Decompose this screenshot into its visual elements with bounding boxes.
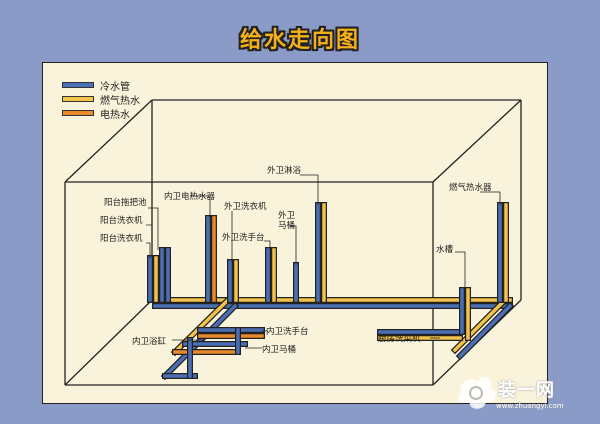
label-water-tank: 水槽 [436, 244, 454, 255]
label-outer-bath-washer: 外卫洗衣机 [224, 201, 267, 212]
watermark-url: www.zhuangyi.com [496, 402, 564, 410]
label-outer-bath-toilet-1: 外卫 [278, 210, 296, 221]
pipes [147, 202, 515, 381]
label-inner-bath-toilet: 内卫马桶 [262, 344, 296, 355]
leader-shower [300, 174, 319, 205]
diagram-title: 给水走向图 [239, 28, 360, 53]
label-gas-water-heater: 燃气热水器 [449, 182, 492, 193]
bottom-left-diagonal [64, 299, 153, 386]
label-outer-bath-shower: 外卫淋浴 [267, 165, 302, 176]
top-left-diagonal [64, 99, 153, 183]
legend-swatch-cold [62, 82, 94, 88]
label-outer-bath-sink: 外卫洗手台 [222, 232, 265, 243]
leader-lines [146, 174, 501, 349]
legend-label-cold: 冷水管 [100, 81, 130, 93]
leader-outer-toilet [290, 225, 297, 265]
label-kitchen-sink: 厨房洗菜机 [378, 333, 421, 344]
label-balcony-mop-pool: 阳台拖把池 [104, 197, 147, 208]
legend-item-gas-hot: 燃气热水 [62, 93, 140, 107]
legend-swatch-electric-hot [62, 110, 94, 116]
fixture-labels: 阳台拖把池 阳台洗衣机 阳台洗衣机 内卫电热水器 外卫洗衣机 外卫洗手台 外卫淋… [100, 165, 492, 355]
leader-washer-1 [146, 224, 153, 258]
diagram-panel [42, 62, 548, 404]
watermark-text: 装一网 [498, 380, 555, 401]
top-right-diagonal [432, 99, 522, 183]
legend-label-gas-hot: 燃气热水 [100, 95, 140, 107]
leader-gas-heater [480, 191, 501, 205]
label-inner-bath-heater: 内卫电热水器 [164, 191, 216, 202]
balcony-risers [147, 247, 171, 303]
legend-swatch-gas-hot [62, 96, 94, 102]
legend-label-electric-hot: 电热水 [100, 109, 130, 121]
legend-item-electric-hot: 电热水 [62, 107, 130, 121]
legend-item-cold: 冷水管 [62, 79, 130, 93]
gas-heater-risers [459, 202, 509, 341]
leader-heater [190, 195, 211, 218]
label-outer-bath-toilet-2: 马桶 [278, 220, 295, 231]
heater-risers [205, 215, 217, 303]
leader-tank [455, 251, 466, 290]
label-balcony-washer-1: 阳台洗衣机 [100, 215, 143, 226]
outer-bath-risers [227, 202, 327, 303]
label-inner-bath-tub: 内卫浴缸 [132, 336, 167, 347]
leader-mop-pool [148, 207, 159, 250]
leader-outer-sink [264, 240, 271, 250]
label-inner-bath-sink: 内卫洗手台 [266, 326, 309, 337]
inner-bath-risers [187, 327, 241, 379]
label-balcony-washer-2: 阳台洗衣机 [100, 233, 143, 244]
leader-washer-2 [146, 242, 151, 258]
watermark-logo-icon [457, 376, 496, 409]
